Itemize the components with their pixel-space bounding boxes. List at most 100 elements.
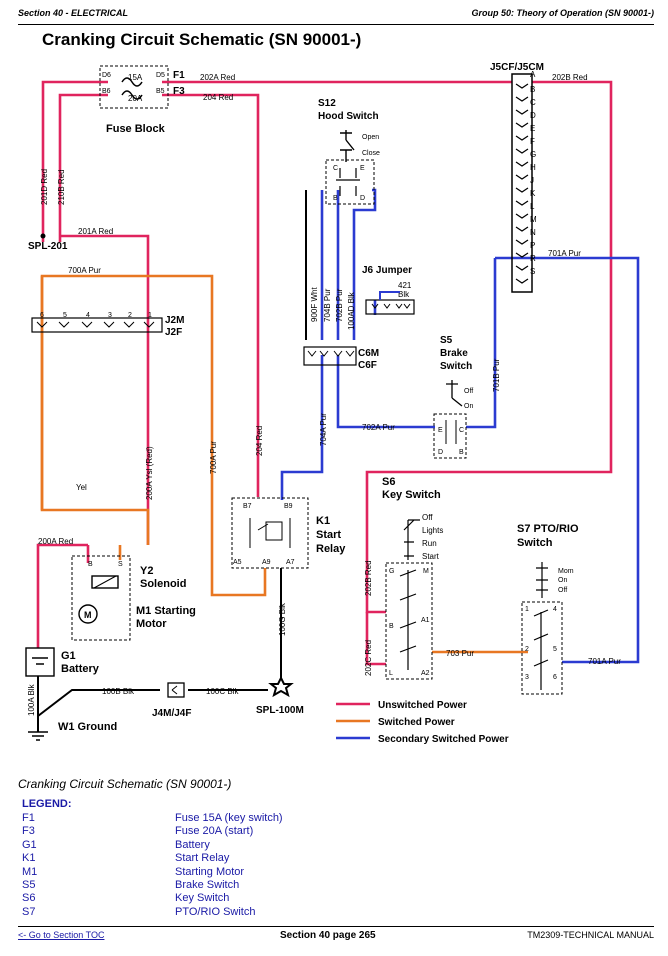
svg-text:B: B bbox=[333, 195, 338, 202]
wire-210b-label: 210B Red bbox=[57, 169, 66, 205]
page-footer: <- Go to Section TOC Section 40 page 265… bbox=[18, 930, 654, 944]
j5-label: J5CF/J5CM bbox=[490, 62, 544, 73]
key-pos-lights: Lights bbox=[422, 526, 443, 535]
solenoid-label: Solenoid bbox=[140, 578, 186, 590]
svg-text:B: B bbox=[88, 561, 93, 568]
j5-pin-l: L bbox=[530, 202, 535, 211]
spl100m-label: SPL-100M bbox=[256, 705, 304, 716]
wire-700a-vert-label: 700A Pur bbox=[209, 441, 218, 474]
starter-assembly: B S M Y2 Solenoid M1 Starting Motor bbox=[71, 555, 196, 641]
wire-201d-label: 201D Red bbox=[40, 169, 49, 205]
g1-label: G1 bbox=[61, 650, 76, 662]
svg-text:D: D bbox=[360, 195, 365, 202]
j5-pin-r: R bbox=[530, 254, 536, 263]
wire-yel-label: Yel bbox=[76, 483, 87, 492]
key-switch: S6 Key Switch Off Lights Run Start G M B… bbox=[382, 476, 443, 680]
svg-text:L: L bbox=[389, 670, 393, 677]
svg-text:3: 3 bbox=[108, 312, 112, 319]
secondary-wires bbox=[280, 188, 640, 664]
wire-704b-label: 704B Pur bbox=[323, 288, 332, 322]
j5-pin-h: H bbox=[530, 163, 536, 172]
j4-label: J4M/J4F bbox=[152, 708, 191, 719]
wire-201a-label: 201A Red bbox=[78, 227, 113, 236]
wire-700a-label: 700A Pur bbox=[68, 266, 101, 275]
svg-text:A9: A9 bbox=[262, 559, 271, 566]
fuse-d6-label: D6 bbox=[102, 72, 111, 79]
wire-202b-label: 202B Red bbox=[552, 73, 588, 82]
key-switch-label: Key Switch bbox=[382, 489, 441, 501]
j5-pin-s: S bbox=[530, 267, 535, 276]
svg-text:B: B bbox=[389, 623, 394, 630]
battery: G1 Battery bbox=[25, 647, 100, 677]
c6m-label: C6M bbox=[358, 348, 379, 359]
svg-text:S: S bbox=[118, 561, 123, 568]
brake-switch: S5 Brake Switch Off On E C D B bbox=[433, 335, 473, 459]
k1-label: K1 bbox=[316, 515, 330, 527]
s6-label: S6 bbox=[382, 476, 395, 488]
relay-label: Relay bbox=[316, 543, 346, 555]
key-pos-off: Off bbox=[422, 513, 433, 522]
s12-label: S12 bbox=[318, 98, 336, 109]
svg-text:M: M bbox=[84, 610, 92, 620]
brake-off-label: Off bbox=[464, 388, 473, 395]
battery-label: Battery bbox=[61, 663, 100, 675]
wire-900f-label: 900F Wht bbox=[310, 287, 319, 322]
j5-pin-p: P bbox=[530, 241, 535, 250]
j5-pin-f: F bbox=[530, 137, 535, 146]
wire-100g-label: 100G Blk bbox=[278, 602, 287, 636]
fuse-block-label: Fuse Block bbox=[106, 123, 166, 135]
j5-pin-n: N bbox=[530, 228, 536, 237]
ground-wires bbox=[37, 190, 307, 732]
j5-connector: J5CF/J5CM A B C D E F G H J K L M N P R … bbox=[490, 62, 544, 293]
m1-label: M1 Starting bbox=[136, 605, 196, 617]
wire-704a-label: 704A Pur bbox=[319, 413, 328, 446]
pto-switch: S7 PTO/RIO Switch Mom On Off 1 2 3 4 5 6 bbox=[517, 523, 579, 695]
j6-label: J6 Jumper bbox=[362, 265, 412, 276]
start-relay: B7 B9 A5 A9 A7 K1 Start Relay bbox=[231, 497, 346, 569]
hood-close-label: Close bbox=[362, 150, 380, 157]
wire-202b-vert-label: 202B Red bbox=[364, 560, 373, 596]
svg-text:B7: B7 bbox=[243, 503, 252, 510]
pto-pos-mom: Mom bbox=[558, 568, 574, 575]
j2m-label: J2M bbox=[165, 315, 184, 326]
section-toc-link[interactable]: <- Go to Section TOC bbox=[18, 930, 105, 940]
svg-text:C: C bbox=[333, 165, 338, 172]
wire-100a-label: 100A Blk bbox=[27, 683, 36, 716]
footer-rule bbox=[18, 926, 654, 927]
f3-label: F3 bbox=[173, 86, 185, 97]
hood-switch-label: Hood Switch bbox=[318, 111, 379, 122]
j5-pin-m: M bbox=[530, 215, 537, 224]
j2-connector: 6 5 4 3 2 1 J2M J2F bbox=[31, 312, 184, 338]
fuse-d5-label: D5 bbox=[156, 72, 165, 79]
svg-text:2: 2 bbox=[525, 646, 529, 653]
svg-text:M: M bbox=[423, 568, 429, 575]
schematic: D6 D5 B6 B5 15A 20A F1 F3 Fuse Block 202… bbox=[25, 62, 640, 745]
j5-pin-g: G bbox=[530, 150, 536, 159]
key-pos-run: Run bbox=[422, 539, 437, 548]
pto-pos-on: On bbox=[558, 577, 567, 584]
key-pos-start: Start bbox=[422, 552, 440, 561]
svg-text:G: G bbox=[389, 568, 394, 575]
svg-text:6: 6 bbox=[553, 674, 557, 681]
spl201-label: SPL-201 bbox=[28, 241, 68, 252]
brake-switch-label: Switch bbox=[440, 361, 472, 372]
j6-jumper: J6 Jumper 421 Blk bbox=[362, 265, 415, 315]
wire-100b-label: 100B Blk bbox=[102, 687, 135, 696]
wire-701a2-label: 701A Pur bbox=[588, 657, 621, 666]
fuse-block: D6 D5 B6 B5 15A 20A F1 F3 Fuse Block bbox=[99, 65, 185, 135]
wire-100c-label: 100C Blk bbox=[206, 687, 239, 696]
wire-color-key: Unswitched Power Switched Power Secondar… bbox=[336, 700, 509, 745]
wire-702b-label: 702B Pur bbox=[335, 288, 344, 322]
wire-701b-label: 701B Pur bbox=[492, 358, 501, 392]
figure-caption: Cranking Circuit Schematic (SN 90001-) bbox=[18, 777, 232, 791]
y2-label: Y2 bbox=[140, 565, 153, 577]
svg-text:4: 4 bbox=[553, 606, 557, 613]
svg-text:D: D bbox=[438, 449, 443, 456]
j6-blk-label: Blk bbox=[398, 290, 410, 299]
wire-204-label: 204 Red bbox=[203, 93, 233, 102]
